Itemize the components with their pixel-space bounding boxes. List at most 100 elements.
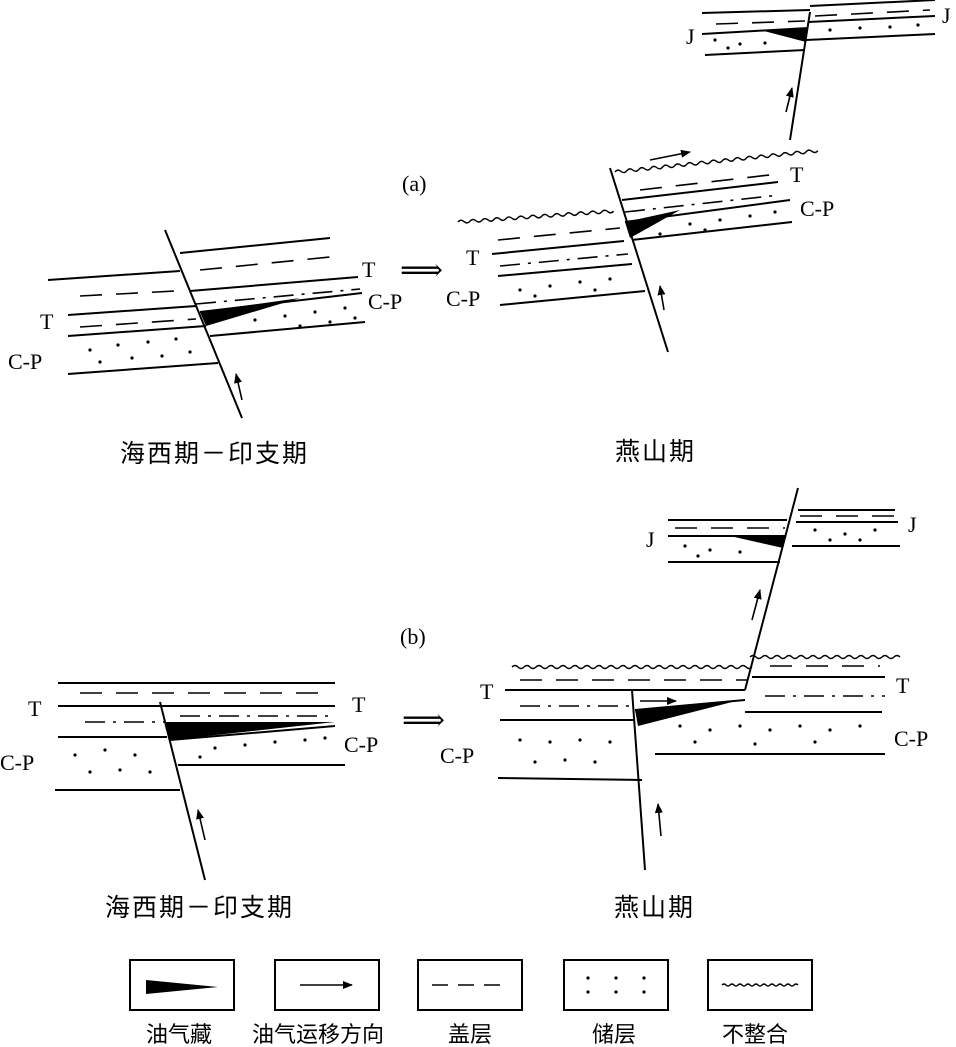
legend-label: 油气运移方向 xyxy=(252,1023,384,1047)
strata-top-right xyxy=(179,237,331,254)
migration-arrow-upper xyxy=(751,589,762,621)
transition-arrow-b: ⟹ xyxy=(402,704,445,737)
cp-bottom-left xyxy=(497,777,643,781)
label-cp-left: C-P xyxy=(8,349,42,374)
legend-item-oil-gas-reservoir: 油气藏 xyxy=(129,959,235,1047)
reservoir-dots-j-right xyxy=(828,23,920,32)
reservoir-dots-right xyxy=(678,724,862,746)
cp-top-left xyxy=(497,263,633,277)
oil-gas-reservoir xyxy=(760,28,808,42)
oil-gas-reservoir xyxy=(200,298,300,326)
panel-a-left-section: T C-P T C-P 海西期－印支期 xyxy=(8,229,402,468)
caprock-dash xyxy=(79,290,177,297)
migration-arrow xyxy=(234,373,243,401)
label-j-right: J xyxy=(908,512,917,537)
caprock-dash xyxy=(199,256,331,271)
panel-a-right-section: T C-P T C-P J J 燕山期 xyxy=(446,0,951,466)
cp-bottom-left xyxy=(67,362,219,375)
reservoir-dots-right xyxy=(658,210,777,236)
legend-item-reservoir: 储层 xyxy=(563,959,669,1047)
legend-item-migration: 油气运移方向 xyxy=(252,959,384,1047)
label-t-left: T xyxy=(40,309,54,334)
cp-top-right xyxy=(624,199,791,223)
panel-a-label: (a) xyxy=(402,171,426,196)
cp-top-left xyxy=(67,325,207,337)
caprock-dashdot xyxy=(624,194,781,213)
label-cp-right: C-P xyxy=(800,196,834,221)
j-bottom-left xyxy=(704,49,806,56)
unconformity-wavy-icon xyxy=(721,983,799,987)
reservoir-dots-left xyxy=(518,277,612,298)
label-t-left: T xyxy=(480,679,494,704)
j-mid-right xyxy=(807,15,936,23)
label-j-left: J xyxy=(646,527,655,552)
oil-gas-reservoir xyxy=(625,210,680,238)
unconformity-line-left xyxy=(457,209,615,224)
label-cp-right: C-P xyxy=(894,726,928,751)
legend-item-caprock: 盖层 xyxy=(417,959,523,1047)
caprock-dash xyxy=(497,227,621,241)
cp-bottom-right xyxy=(631,221,793,241)
legend-label: 不整合 xyxy=(722,1023,788,1047)
legend-label: 盖层 xyxy=(448,1023,492,1047)
label-t-left: T xyxy=(466,245,480,270)
legend: 油气藏 油气运移方向 盖层 储层 不整合 xyxy=(129,959,813,1047)
reservoir-dots-left xyxy=(73,748,152,774)
migration-arrow xyxy=(657,285,666,311)
unconformity-line-left xyxy=(511,664,753,670)
migration-arrow-lateral xyxy=(649,149,691,161)
caprock-dash xyxy=(639,173,779,191)
panel-b-label: (b) xyxy=(400,624,426,649)
reservoir-dots-left xyxy=(518,738,612,764)
label-t-right: T xyxy=(352,692,366,717)
cp-bottom-left xyxy=(499,290,646,306)
unconformity-line-right xyxy=(749,654,901,660)
reservoir-dots-icon xyxy=(586,976,646,994)
j-top-right xyxy=(809,0,936,7)
migration-arrow xyxy=(196,809,206,841)
t-top-left xyxy=(491,240,625,255)
label-cp-left: C-P xyxy=(440,743,474,768)
label-j-left: J xyxy=(686,24,695,49)
fault-line xyxy=(609,167,669,353)
reservoir-dots-right xyxy=(198,736,327,759)
panel-b-right-section: T C-P T C-P J J 燕山期 xyxy=(440,487,928,922)
oil-gas-reservoir xyxy=(730,536,785,548)
strata-top-left xyxy=(47,270,181,281)
label-t-right: T xyxy=(896,673,910,698)
cp-top-right xyxy=(199,292,363,313)
caprock-dashdot xyxy=(195,288,361,305)
legend-item-unconformity: 不整合 xyxy=(707,959,813,1047)
caption-hercynian-indosinian: 海西期－印支期 xyxy=(105,893,294,922)
caption-yanshanian: 燕山期 xyxy=(615,437,696,466)
label-t-right: T xyxy=(790,162,804,187)
reservoir-dots-j-left xyxy=(713,38,767,50)
reservoir-dots-j-right xyxy=(813,528,877,542)
t-top-right xyxy=(189,276,359,292)
migration-arrow-upper xyxy=(785,87,794,113)
label-t-right: T xyxy=(362,257,376,282)
label-cp-left: C-P xyxy=(446,286,480,311)
t-top-left xyxy=(67,305,197,316)
fault-line xyxy=(159,701,206,881)
caprock-dashdot xyxy=(499,253,629,267)
reservoir-dots-left xyxy=(88,337,192,364)
label-cp-right: C-P xyxy=(368,289,402,314)
unconformity-line-right xyxy=(614,149,819,174)
legend-label: 油气藏 xyxy=(146,1023,212,1047)
oil-gas-reservoir xyxy=(635,700,740,726)
j-bottom-right xyxy=(805,33,936,41)
caprock-dash xyxy=(814,9,931,17)
label-cp-right: C-P xyxy=(344,732,378,757)
reservoir-dots-right xyxy=(253,306,357,328)
label-j-right: J xyxy=(942,3,951,28)
caption-yanshanian: 燕山期 xyxy=(614,893,695,922)
cp-top-right xyxy=(169,725,336,741)
caption-hercynian-indosinian: 海西期－印支期 xyxy=(120,439,309,468)
legend-box xyxy=(563,959,669,1011)
caprock-dash xyxy=(79,318,197,328)
legend-label: 储层 xyxy=(592,1023,636,1047)
cp-top-mid xyxy=(634,699,746,711)
caprock-dash xyxy=(715,20,806,25)
